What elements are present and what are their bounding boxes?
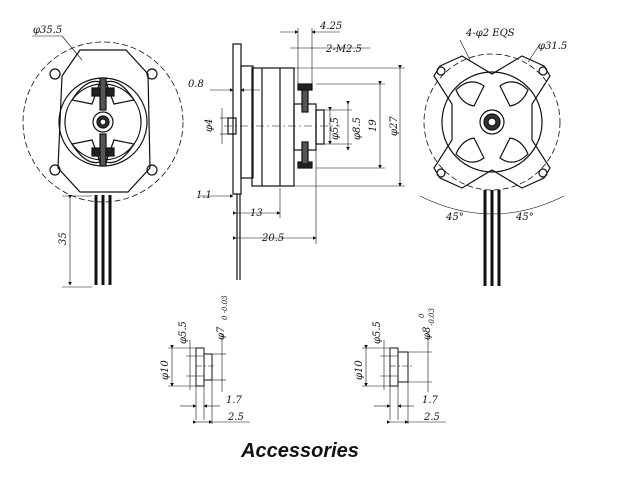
front-mount-plate [57,49,151,193]
accessory-right-body [397,351,409,383]
acc-left-flange: φ10 [160,360,171,380]
accessories-caption: Accessories [0,440,640,463]
rear-holes-label: 4-φ2 EQS [465,28,515,39]
acc-right-1-7: 1.7 [422,395,439,406]
rear-bolt-circle [423,53,561,191]
accessory-right [362,334,446,424]
rear-mount-hole [436,168,446,178]
accessory-left [168,334,250,424]
side-mount-plate [232,43,242,195]
dim-20-5: 20.5 [261,233,284,244]
dim-phi8-5: φ8.5 [352,117,363,140]
acc-left-bore: φ5.5 [178,321,189,344]
rear-view [419,39,565,286]
acc-right-bore: φ5.5 [372,321,383,344]
acc-right-outer-tol-lower: -0.03 [428,308,436,326]
rear-mount-hole [538,168,548,178]
front-view [22,35,184,288]
acc-right-flange: φ10 [354,360,365,380]
acc-right-outer: φ8 [422,327,433,340]
dim-19: 19 [368,119,379,132]
front-diameter-label: φ35.5 [33,25,62,36]
front-outer-circle [22,41,184,203]
rear-cross-mount [433,55,551,189]
rear-mount-hole [538,66,548,76]
front-ear-hole [146,164,158,176]
rear-angle-left: 45° [445,212,464,223]
rear-bell [441,71,543,173]
acc-left-outer-tol: 0 -0.03 [221,295,229,320]
dim-1-1: 1.1 [196,190,212,201]
rear-mount-hole [436,66,446,76]
dim-phi5-5: φ5.5 [330,117,341,140]
accessory-left-body [203,353,213,381]
accessory-right-flange [389,347,399,387]
side-can [251,67,295,187]
rear-hub [479,109,505,135]
dim-4-25: 4.25 [319,21,342,32]
front-hub [92,111,114,133]
caption-text: Accessories [241,440,359,462]
front-ear-hole [49,164,61,176]
acc-left-outer: φ7 [216,326,227,340]
dim-m2-5: 2-M2.5 [325,44,362,55]
front-height-label: 35 [58,232,69,245]
rear-angle-right: 45° [515,212,534,223]
dim-0-8: 0.8 [188,79,204,90]
accessory-left-flange [195,347,205,387]
rear-diameter-label: φ31.5 [538,41,567,52]
dim-phi4: φ4 [204,119,215,132]
side-view [200,28,405,280]
acc-left-2-5: 2.5 [227,412,244,423]
front-ear-hole [146,68,158,80]
dim-13: 13 [250,208,263,219]
acc-right-outer-tol-upper: 0 [418,313,426,318]
front-ear-hole [49,68,61,80]
acc-left-1-7: 1.7 [226,395,243,406]
acc-right-2-5: 2.5 [423,412,440,423]
dim-phi27: φ27 [389,116,400,136]
